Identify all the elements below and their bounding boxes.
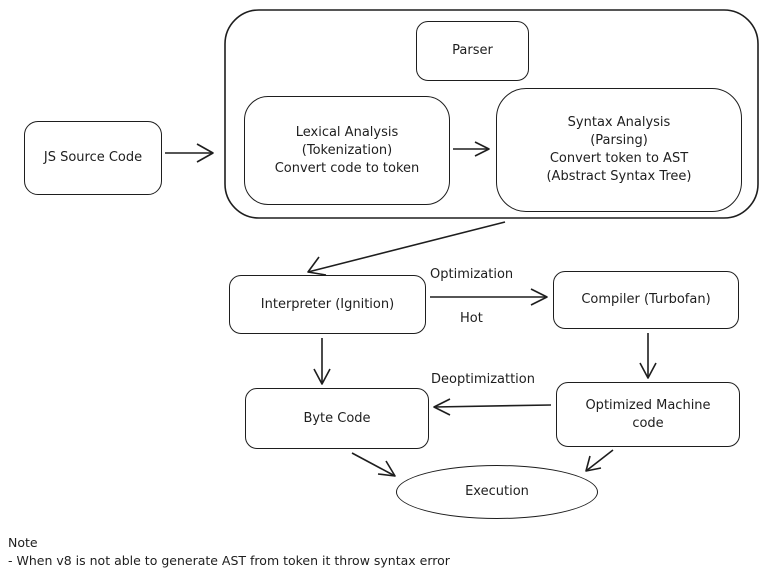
edge-label-optimization: Optimization — [430, 267, 514, 282]
node-optimized-machine-code-line-1: Optimized Machine — [585, 397, 711, 413]
arrow-optimized-to-bytecode — [433, 404, 552, 408]
note-line-1: - When v8 is not able to generate AST fr… — [8, 553, 450, 568]
arrow-optimized-to-execution-head — [585, 455, 602, 472]
arrow-optimized-to-execution — [585, 449, 614, 472]
node-syntax-analysis: Syntax Analysis (Parsing) Convert token … — [496, 88, 742, 212]
node-interpreter: Interpreter (Ignition) — [229, 275, 426, 334]
node-execution: Execution — [396, 465, 598, 519]
note-title: Note — [8, 535, 38, 550]
arrow-parser-to-interpreter — [307, 221, 506, 273]
node-lexical-analysis-line-2: (Tokenization) — [301, 142, 393, 158]
parser-container — [224, 9, 759, 219]
node-syntax-analysis-line-1: Syntax Analysis — [567, 115, 671, 130]
node-execution-line-1: Execution — [465, 484, 529, 499]
node-lexical-analysis: Lexical Analysis (Tokenization) Convert … — [244, 96, 450, 205]
node-interpreter-line-1: Interpreter (Ignition) — [260, 296, 395, 312]
arrow-interpreter-to-compiler-head — [530, 288, 548, 306]
node-compiler: Compiler (Turbofan) — [553, 271, 739, 329]
node-js-source-code: JS Source Code — [24, 121, 162, 195]
arrow-compiler-to-optimized-head — [639, 362, 657, 379]
node-syntax-analysis-line-2: (Parsing) — [590, 133, 648, 148]
arrow-interpreter-to-bytecode-head — [313, 368, 331, 385]
node-compiler-line-1: Compiler (Turbofan) — [581, 292, 711, 307]
note-block: Note - When v8 is not able to generate A… — [8, 534, 450, 570]
node-parser: Parser — [416, 21, 529, 81]
edge-label-hot: Hot — [460, 311, 483, 326]
node-byte-code: Byte Code — [245, 388, 429, 449]
node-syntax-analysis-line-3: Convert token to AST — [549, 151, 689, 166]
arrow-lexical-to-syntax-head — [474, 141, 490, 157]
arrow-bytecode-to-execution — [351, 452, 396, 477]
arrow-source-to-parser-head — [196, 143, 214, 163]
node-optimized-machine-code-line-2: code — [632, 415, 664, 431]
node-parser-line-1: Parser — [452, 43, 493, 58]
node-js-source-code-line-1: JS Source Code — [43, 150, 143, 165]
node-syntax-analysis-line-4: (Abstract Syntax Tree) — [546, 169, 692, 184]
node-lexical-analysis-line-1: Lexical Analysis — [295, 124, 399, 140]
node-optimized-machine-code: Optimized Machine code — [556, 382, 740, 447]
arrow-bytecode-to-execution-head — [377, 460, 396, 477]
arrow-optimized-to-bytecode-head — [433, 398, 451, 416]
edge-label-deoptimization: Deoptimizattion — [431, 372, 535, 387]
node-byte-code-line-1: Byte Code — [303, 410, 371, 426]
arrow-parser-to-interpreter-head — [307, 256, 327, 276]
node-lexical-analysis-line-3: Convert code to token — [274, 160, 420, 176]
